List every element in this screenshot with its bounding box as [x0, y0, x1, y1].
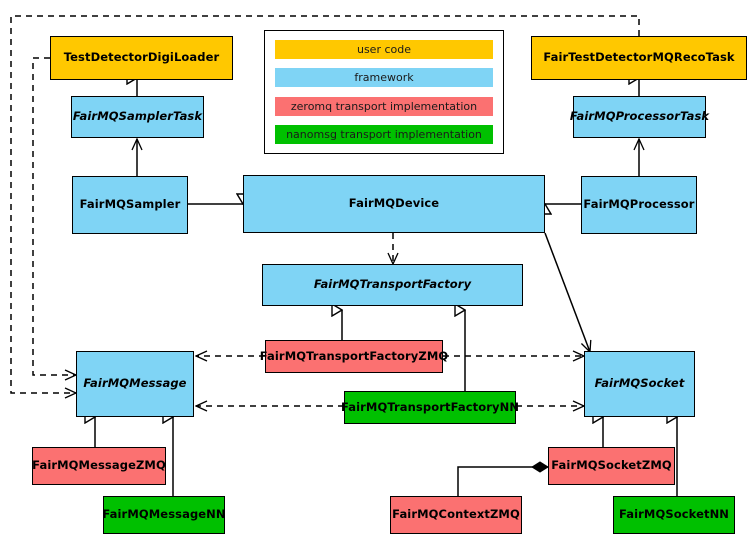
legend-label-user-code: user code: [356, 43, 412, 56]
node-label: TestDetectorDigiLoader: [63, 50, 220, 65]
node-fair-mq-transport-factory-nn[interactable]: FairMQTransportFactoryNN: [340, 391, 520, 424]
edge-digiloader-message: [32, 57, 76, 375]
node-fair-mq-sampler-task[interactable]: FairMQSamplerTask: [71, 96, 204, 138]
node-label: FairMQMessageNN: [102, 507, 226, 522]
legend-item-user-code: user code: [275, 40, 493, 59]
node-fair-mq-message[interactable]: FairMQMessage: [76, 351, 194, 417]
node-fair-mq-transport-factory-zmq[interactable]: FairMQTransportFactoryZMQ: [260, 340, 448, 373]
node-label: FairTestDetectorMQRecoTask: [543, 50, 735, 65]
node-label: FairMQTransportFactoryNN: [340, 399, 520, 414]
node-fair-mq-socket[interactable]: FairMQSocket: [584, 351, 695, 417]
legend-label-nanomsg: nanomsg transport implementation: [286, 127, 482, 141]
node-fair-mq-processor-task[interactable]: FairMQProcessorTask: [569, 96, 710, 138]
node-label: FairMQProcessor: [583, 197, 695, 212]
node-label: FairMQMessage: [83, 376, 187, 391]
node-fair-mq-socket-nn[interactable]: FairMQSocketNN: [613, 496, 735, 534]
node-fair-mq-message-zmq[interactable]: FairMQMessageZMQ: [32, 447, 166, 485]
node-label: FairMQSamplerTask: [72, 109, 203, 124]
node-fair-mq-message-nn[interactable]: FairMQMessageNN: [102, 496, 226, 534]
node-test-detector-digi-loader[interactable]: TestDetectorDigiLoader: [50, 36, 233, 80]
node-fair-mq-processor[interactable]: FairMQProcessor: [581, 176, 697, 234]
node-fair-mq-context-zmq[interactable]: FairMQContextZMQ: [390, 496, 522, 534]
node-label: FairMQSocketNN: [618, 507, 730, 522]
node-label: FairMQProcessorTask: [569, 109, 710, 124]
legend-item-framework: framework: [275, 68, 493, 88]
node-fair-mq-device[interactable]: FairMQDevice: [243, 175, 545, 233]
node-fair-mq-socket-zmq[interactable]: FairMQSocketZMQ: [548, 447, 675, 485]
edge-device-socket: [544, 232, 590, 352]
node-label: FairMQSocketZMQ: [551, 458, 672, 473]
node-fair-mq-sampler[interactable]: FairMQSampler: [72, 176, 188, 234]
legend-item-nanomsg: nanomsg transport implementation: [275, 124, 493, 144]
node-label: FairMQMessageZMQ: [32, 458, 166, 473]
legend-label-framework: framework: [354, 71, 414, 85]
legend-label-zeromq: zeromq transport implementation: [290, 99, 478, 113]
node-label: FairMQSampler: [79, 197, 181, 212]
node-fair-test-detector-mq-reco-task[interactable]: FairTestDetectorMQRecoTask: [531, 36, 747, 80]
node-label: FairMQSocket: [594, 376, 685, 391]
edge-contextzmq-socketzmq: [457, 461, 549, 496]
legend: user code framework zeromq transport imp…: [264, 30, 504, 154]
node-label: FairMQTransportFactory: [313, 277, 472, 292]
node-label: FairMQContextZMQ: [392, 507, 520, 522]
node-label: FairMQDevice: [348, 196, 440, 211]
node-fair-mq-transport-factory[interactable]: FairMQTransportFactory: [262, 264, 523, 306]
node-label: FairMQTransportFactoryZMQ: [259, 348, 449, 363]
legend-item-zeromq: zeromq transport implementation: [275, 96, 493, 116]
